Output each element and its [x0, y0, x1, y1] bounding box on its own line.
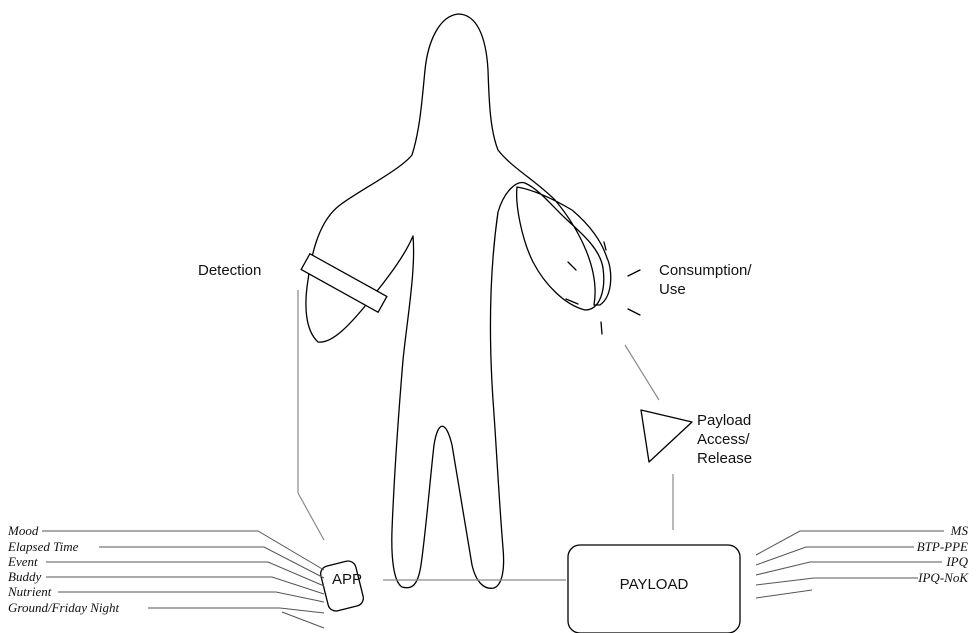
input-line-ground-friday-night	[148, 608, 324, 613]
output-label-ipq-nok: IPQ-NoK	[917, 570, 969, 585]
left-inputs: Mood Elapsed Time Event Buddy Nutrient G…	[7, 523, 324, 628]
input-label-mood: Mood	[7, 523, 39, 538]
input-label-buddy: Buddy	[8, 569, 41, 584]
detection-label: Detection	[198, 262, 261, 279]
consumption-label-line2: Use	[659, 281, 686, 298]
payload-label: PAYLOAD	[620, 576, 689, 593]
output-line-ipq	[756, 562, 942, 575]
payload-access-label-line2: Access/	[697, 431, 750, 448]
output-line-ipq-nok	[756, 578, 918, 585]
input-label-nutrient: Nutrient	[7, 584, 52, 599]
human-figure-outline	[306, 14, 611, 588]
connector-app-diagonal	[298, 493, 324, 540]
input-label-elapsed-time: Elapsed Time	[7, 539, 79, 554]
consumption-label-line1: Consumption/	[659, 262, 752, 279]
input-line-buddy	[46, 577, 324, 594]
detection-band	[301, 254, 387, 312]
payload-access-label-line3: Release	[697, 450, 752, 467]
right-outputs: MS BTP-PPE IPQ IPQ-NoK	[756, 523, 969, 598]
connector-consumption-to-triangle	[625, 345, 659, 400]
input-line-extra	[282, 612, 324, 628]
output-line-extra	[756, 590, 812, 598]
input-label-event: Event	[7, 554, 38, 569]
output-label-ipq: IPQ	[945, 554, 968, 569]
input-line-event	[46, 562, 324, 586]
payload-access-label-line1: Payload	[697, 412, 751, 429]
output-label-ms: MS	[950, 523, 969, 538]
input-label-ground-friday-night: Ground/Friday Night	[8, 600, 119, 615]
app-label: APP	[332, 571, 362, 588]
output-label-btp-ppe: BTP-PPE	[917, 539, 968, 554]
payload-access-triangle	[641, 410, 692, 462]
input-line-mood	[42, 531, 324, 570]
